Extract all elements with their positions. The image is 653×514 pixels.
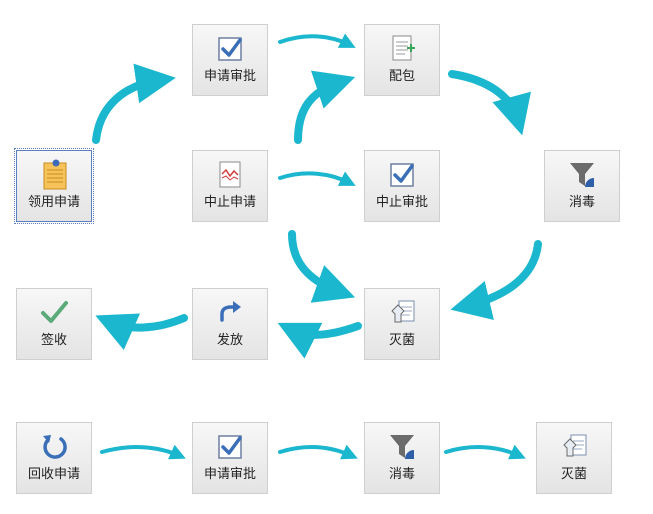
- node-label: 签收: [40, 333, 67, 348]
- arrow-sterilize-to-dispatch: [277, 322, 362, 359]
- document-add-icon: [392, 35, 415, 61]
- checkbox-icon: [218, 435, 242, 459]
- sterilize-icon: [391, 300, 415, 323]
- node-approve-top[interactable]: 申请审批: [192, 24, 268, 96]
- node-apply[interactable]: 领用申请: [14, 148, 94, 224]
- node-recycle-apply[interactable]: 回收申请: [16, 422, 92, 494]
- node-label: 领用申请: [27, 195, 80, 210]
- arrow-disinfect-to-sterilize-bottom: [444, 444, 526, 460]
- arrow-approve-to-pack: [278, 33, 356, 48]
- arrow-dispatch-to-sign: [95, 313, 188, 351]
- chart-document-icon: [219, 161, 241, 188]
- arrow-stopapply-to-pack: [294, 70, 356, 144]
- node-stop-apply[interactable]: 中止申请: [192, 150, 268, 222]
- node-label: 申请审批: [203, 467, 256, 482]
- node-label: 配包: [388, 69, 415, 84]
- arrow-stop-to-sterilize: [288, 230, 356, 303]
- sterilize-icon: [563, 434, 587, 457]
- node-pack[interactable]: 配包: [364, 24, 440, 96]
- checkmark-icon: [41, 301, 68, 323]
- notepad-pin-icon: [43, 159, 67, 190]
- node-label: 灭菌: [388, 333, 415, 348]
- node-recycle-disinfect[interactable]: 消毒: [364, 422, 440, 494]
- node-sign[interactable]: 签收: [16, 288, 92, 360]
- arrow-approve-to-disinfect: [278, 444, 358, 460]
- arrow-disinfect-to-sterilize: [450, 240, 542, 320]
- refresh-icon: [43, 435, 67, 459]
- node-disinfect[interactable]: 消毒: [544, 150, 620, 222]
- forward-arrow-icon: [220, 301, 241, 322]
- node-label: 消毒: [568, 195, 595, 210]
- node-label: 中止申请: [203, 195, 256, 210]
- arrow-pack-to-disinfect: [448, 70, 531, 136]
- node-recycle-approve[interactable]: 申请审批: [192, 422, 268, 494]
- arrow-stopapply-to-stopapprove: [278, 171, 356, 186]
- node-stop-approve[interactable]: 中止审批: [364, 150, 440, 222]
- node-label: 消毒: [388, 467, 415, 482]
- arrow-recycleapply-to-approve: [100, 444, 186, 460]
- node-label: 发放: [216, 333, 243, 348]
- funnel-icon: [390, 435, 414, 459]
- node-dispatch[interactable]: 发放: [192, 288, 268, 360]
- funnel-icon: [570, 163, 594, 187]
- node-sterilize[interactable]: 灭菌: [364, 288, 440, 360]
- checkbox-icon: [390, 163, 414, 187]
- node-label: 灭菌: [560, 467, 587, 482]
- node-label: 申请审批: [203, 69, 256, 84]
- checkbox-icon: [218, 37, 242, 61]
- node-label: 回收申请: [27, 467, 80, 482]
- arrow-apply-to-approve: [92, 63, 176, 144]
- node-recycle-sterilize[interactable]: 灭菌: [536, 422, 612, 494]
- node-label: 中止审批: [375, 195, 428, 210]
